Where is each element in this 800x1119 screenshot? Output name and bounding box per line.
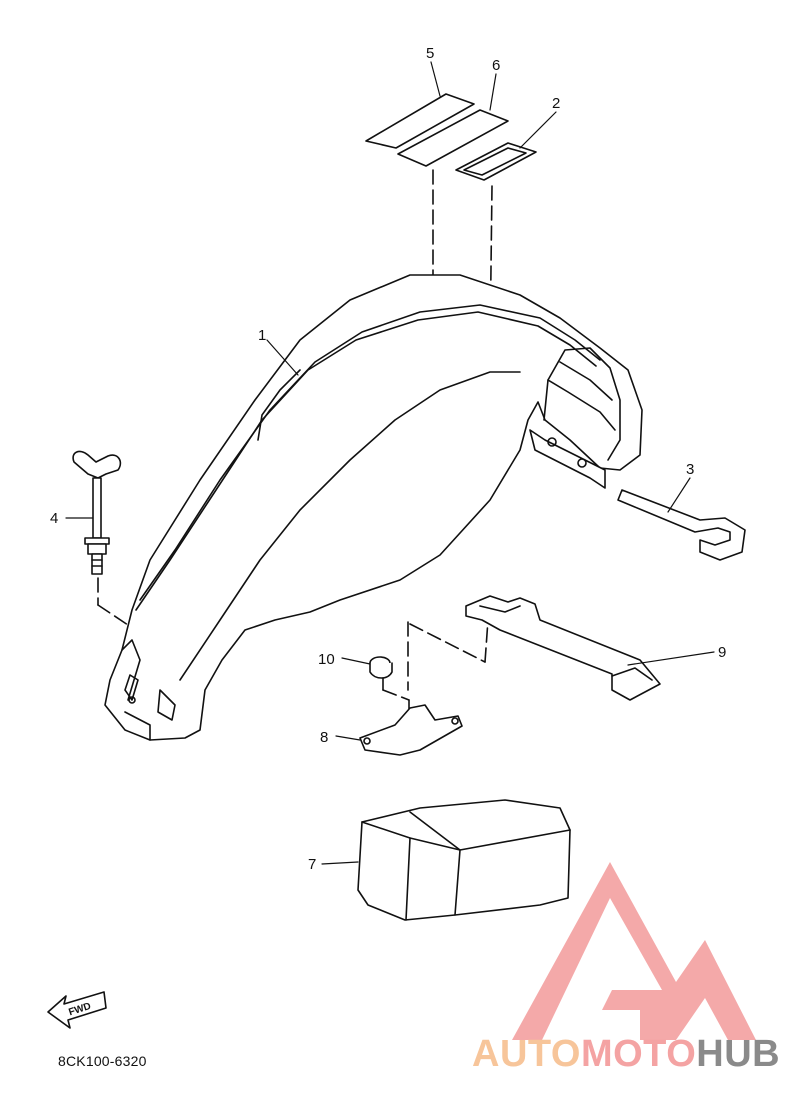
part-5-decal xyxy=(365,93,475,149)
part-8-plate xyxy=(359,704,463,756)
callout-7: 7 xyxy=(308,856,316,873)
part-1-rear-fender xyxy=(104,274,643,741)
callout-2: 2 xyxy=(552,95,560,112)
part-3-rod xyxy=(617,489,746,561)
part-10-grommet xyxy=(369,656,393,679)
part-7-box xyxy=(357,799,571,921)
watermark-auto: AUTO xyxy=(472,1033,581,1075)
callout-3: 3 xyxy=(686,461,694,478)
drawing-code: 8CK100-6320 xyxy=(58,1053,147,1069)
automotohub-logo-icon xyxy=(512,862,756,1040)
callout-1: 1 xyxy=(258,327,266,344)
callout-9: 9 xyxy=(718,644,726,661)
part-6-decal xyxy=(397,109,509,167)
callout-6: 6 xyxy=(492,57,500,74)
callout-10: 10 xyxy=(318,651,335,668)
callout-labels: 5 6 2 1 3 4 10 9 8 7 FWD xyxy=(50,45,726,1018)
callout-8: 8 xyxy=(320,729,328,746)
watermark-hub: HUB xyxy=(696,1033,781,1075)
callout-5: 5 xyxy=(426,45,434,62)
watermark-brand: AUTOMOTOHUB xyxy=(472,1034,780,1074)
part-9-bracket xyxy=(465,595,661,701)
leader-lines xyxy=(65,61,715,865)
part-2-emblem xyxy=(455,142,537,181)
watermark-moto: MOTO xyxy=(580,1033,697,1075)
part-4-wing-bolt xyxy=(72,450,122,575)
callout-4: 4 xyxy=(50,510,58,527)
fwd-arrow-icon xyxy=(47,991,107,1029)
